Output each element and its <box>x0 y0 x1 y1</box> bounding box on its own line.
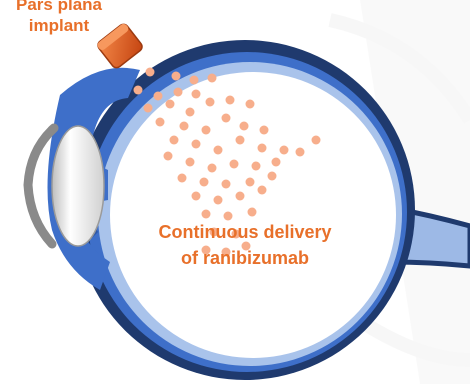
drug-particle <box>192 192 201 201</box>
delivery-label: Continuous delivery of ranibizumab <box>118 219 372 271</box>
drug-particle <box>222 180 231 189</box>
implant-label-line-1: Pars plana <box>0 0 132 15</box>
delivery-label-line-2: of ranibizumab <box>118 245 372 271</box>
drug-particle <box>296 148 305 157</box>
drug-particle <box>214 196 223 205</box>
drug-particle <box>134 86 143 95</box>
drug-particle <box>214 146 223 155</box>
delivery-label-line-1: Continuous delivery <box>118 219 372 245</box>
drug-particle <box>180 122 189 131</box>
drug-particle <box>226 96 235 105</box>
implant-label: Pars plana implant <box>0 0 132 36</box>
drug-particle <box>192 140 201 149</box>
drug-particle <box>146 68 155 77</box>
lens <box>52 126 104 246</box>
drug-particle <box>230 160 239 169</box>
drug-particle <box>172 72 181 81</box>
drug-particle <box>236 192 245 201</box>
drug-particle <box>208 164 217 173</box>
drug-particle <box>260 126 269 135</box>
drug-particle <box>202 210 211 219</box>
drug-particle <box>222 114 231 123</box>
drug-particle <box>186 108 195 117</box>
drug-particle <box>192 90 201 99</box>
implant-label-line-2: implant <box>0 15 132 36</box>
drug-particle <box>280 146 289 155</box>
drug-particle <box>156 118 165 127</box>
drug-particle <box>164 152 173 161</box>
drug-particle <box>208 74 217 83</box>
drug-particle <box>248 208 257 217</box>
drug-particle <box>170 136 179 145</box>
drug-particle <box>186 158 195 167</box>
drug-particle <box>236 136 245 145</box>
drug-particle <box>272 158 281 167</box>
drug-particle <box>246 100 255 109</box>
drug-particle <box>258 144 267 153</box>
drug-particle <box>154 92 163 101</box>
drug-particle <box>178 174 187 183</box>
drug-particle <box>268 172 277 181</box>
drug-particle <box>246 178 255 187</box>
drug-particle <box>166 100 175 109</box>
drug-particle <box>206 98 215 107</box>
drug-particle <box>312 136 321 145</box>
drug-particle <box>144 104 153 113</box>
drug-particle <box>174 88 183 97</box>
drug-particle <box>190 76 199 85</box>
drug-particle <box>240 122 249 131</box>
drug-particle <box>252 162 261 171</box>
drug-particle <box>258 186 267 195</box>
drug-particle <box>202 126 211 135</box>
drug-particle <box>200 178 209 187</box>
